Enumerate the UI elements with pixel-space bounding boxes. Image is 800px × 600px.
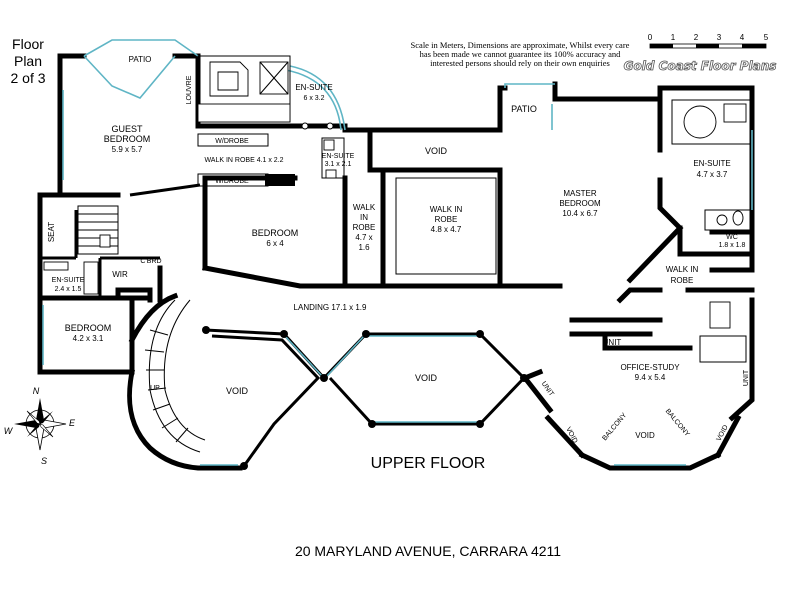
ensuite-top-block <box>197 55 345 179</box>
scale-tick-3: 3 <box>717 33 722 42</box>
floor-label: UPPER FLOOR <box>371 455 486 472</box>
room-labels: PATIO LOUVRE GUEST BEDROOM 5.9 x 5.7 EN-… <box>47 55 750 444</box>
room-walk-in-robe-center-2: ROBE <box>435 215 458 224</box>
room-master-bedroom-2: BEDROOM <box>559 199 601 208</box>
glazing <box>42 39 753 466</box>
room-bedroom-center-dim: 6 x 4 <box>266 239 284 248</box>
room-ensuite-small: EN-SUITE <box>322 153 355 160</box>
room-wir-narrow-3: ROBE <box>353 223 376 232</box>
scale-tick-0: 0 <box>648 33 653 42</box>
room-unit-center: UNIT <box>603 338 622 347</box>
room-wir-right-1: WALK IN <box>666 265 699 274</box>
room-guest-bedroom: GUEST <box>111 124 143 134</box>
property-address: 20 MARYLAND AVENUE, CARRARA 4211 <box>295 543 561 559</box>
room-wir-narrow-2: IN <box>360 213 368 222</box>
room-wir: WIR <box>112 270 128 279</box>
room-void-bottom: VOID <box>635 431 655 440</box>
disclaimer-line1: Scale in Meters, Dimensions are approxim… <box>411 40 630 50</box>
ensuite-left-fixtures <box>43 261 99 295</box>
room-landing: LANDING 17.1 x 1.9 <box>294 303 367 312</box>
room-walk-in-robe-center: WALK IN <box>430 205 463 214</box>
scale-tick-4: 4 <box>740 33 745 42</box>
plan-title-line1: Floor <box>12 36 44 52</box>
room-wc: WC <box>726 234 738 241</box>
room-patio-left: PATIO <box>129 55 152 64</box>
scale-tick-1: 1 <box>671 33 676 42</box>
room-cbrd: C'BRD <box>140 258 161 265</box>
room-louvre: LOUVRE <box>186 75 193 104</box>
room-ensuite-right: EN-SUITE <box>693 159 730 168</box>
room-ensuite-right-dim: 4.7 x 3.7 <box>697 170 728 179</box>
room-ensuite-top-dim: 6 x 3.2 <box>303 95 324 102</box>
room-master-bedroom: MASTER <box>563 189 597 198</box>
room-bedroom-left-dim: 4.2 x 3.1 <box>73 334 104 343</box>
void-balustrades <box>202 326 528 470</box>
room-wir-right-2: ROBE <box>671 276 694 285</box>
room-ensuite-left: EN-SUITE <box>52 277 85 284</box>
compass-rose-icon: N E S W <box>4 386 76 466</box>
wardrobes <box>197 133 295 187</box>
room-master-bedroom-dim: 10.4 x 6.7 <box>562 209 598 218</box>
room-guest-bedroom-2: BEDROOM <box>104 134 151 144</box>
room-bedroom-left: BEDROOM <box>65 323 112 333</box>
room-void-top: VOID <box>425 146 448 156</box>
plan-title-line2: Plan <box>13 53 43 69</box>
room-patio-right: PATIO <box>511 104 537 114</box>
room-wir-narrow-1: WALK <box>353 203 376 212</box>
room-walk-in-robe-center-dim: 4.8 x 4.7 <box>431 225 462 234</box>
room-bedroom-center: BEDROOM <box>252 228 299 238</box>
upper-stairs <box>77 205 119 255</box>
compass-w: W <box>4 426 14 436</box>
room-unit-right: UNIT <box>743 369 750 386</box>
scale-bar: 0 1 2 3 4 5 <box>648 33 769 49</box>
disclaimer-line2: has been made we cannot guarantee its 10… <box>420 49 622 59</box>
compass-e: E <box>69 418 76 428</box>
room-void-mid: VOID <box>415 373 438 383</box>
room-walk-in-robe-top: WALK IN ROBE 4.1 x 2.2 <box>204 157 283 164</box>
spiral-staircase <box>144 299 206 453</box>
room-ensuite-top: EN-SUITE <box>295 83 332 92</box>
compass-s: S <box>41 456 47 466</box>
floor-plan-title: Floor Plan 2 of 3 <box>6 36 50 87</box>
room-wdrobe-2: W/DROBE <box>215 178 249 185</box>
scale-tick-2: 2 <box>694 33 699 42</box>
stair-up-label: UP <box>150 385 160 392</box>
room-balcony-left: BALCONY <box>601 412 628 442</box>
room-void-left: VOID <box>226 386 249 396</box>
room-balcony-right: BALCONY <box>664 408 691 438</box>
room-wdrobe-1: W/DROBE <box>215 138 249 145</box>
disclaimer-line3: interested persons should rely on their … <box>430 58 610 68</box>
room-seat: SEAT <box>47 222 56 242</box>
room-ensuite-left-dim: 2.4 x 1.5 <box>55 286 82 293</box>
plan-title-line3: 2 of 3 <box>10 70 46 86</box>
room-office-study-dim: 9.4 x 5.4 <box>635 373 666 382</box>
compass-n: N <box>33 386 40 396</box>
room-ensuite-small-dim: 3.1 x 2.1 <box>325 161 352 168</box>
room-wc-dim: 1.8 x 1.8 <box>719 242 746 249</box>
room-office-study: OFFICE-STUDY <box>620 363 680 372</box>
room-wir-narrow-dim2: 1.6 <box>358 243 370 252</box>
ensuite-right-fixtures <box>671 99 751 363</box>
brand-logo-text: Gold Coast Floor Plans <box>624 59 777 73</box>
room-guest-bedroom-dim: 5.9 x 5.7 <box>112 145 143 154</box>
scale-tick-5: 5 <box>764 33 769 42</box>
room-wir-narrow-dim1: 4.7 x <box>355 233 372 242</box>
walk-in-robe-inner <box>395 177 497 275</box>
